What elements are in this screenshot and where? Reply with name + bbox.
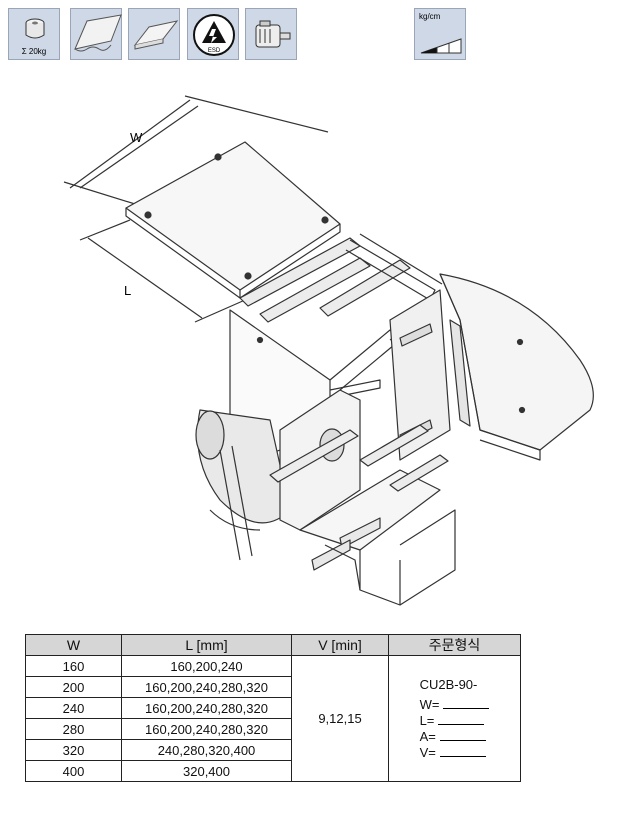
- kg-caption: kg/cm: [419, 12, 441, 21]
- lower-rails: [269, 424, 449, 492]
- table-row: 400 320,400: [25, 760, 521, 782]
- order-field-label: A=: [419, 728, 436, 744]
- spec-table: W L [mm] V [min] 주문형식 160 160,200,240 9,…: [25, 634, 521, 782]
- order-field-a: A=: [420, 729, 490, 745]
- turn-disc: [439, 273, 594, 461]
- belt-profile-icon-box: [70, 8, 122, 60]
- table-row: 160 160,200,240 9,12,15 CU2B-90- W= L= A…: [25, 655, 521, 782]
- flat-belt-icon: [133, 20, 179, 50]
- order-field-w: W=: [420, 697, 490, 713]
- flat-belt-icon-box: [128, 8, 180, 60]
- order-field-label: V=: [419, 744, 436, 760]
- table-row: 240 160,200,240,280,320: [25, 697, 521, 719]
- header-l: L [mm]: [121, 634, 292, 656]
- l-dimension: [79, 219, 246, 323]
- motor-icon-box: [245, 8, 297, 60]
- order-field-label: L=: [419, 712, 435, 728]
- w-label: W: [130, 130, 143, 145]
- order-block: CU2B-90- W= L= A= V=: [420, 677, 490, 761]
- header-order-format: 주문형식: [388, 634, 521, 656]
- cell-w: 240: [25, 697, 122, 719]
- cell-w: 400: [25, 760, 122, 782]
- order-blank: [439, 746, 486, 757]
- cell-l: 160,200,240,280,320: [121, 676, 292, 698]
- esd-icon-box: ESD: [187, 8, 239, 60]
- load-gradient-icon: [420, 38, 462, 54]
- cell-w: 280: [25, 718, 122, 740]
- order-field-label: W=: [419, 696, 440, 712]
- cell-w: 320: [25, 739, 122, 761]
- header-v: V [min]: [291, 634, 389, 656]
- upper-rails: [239, 233, 443, 323]
- order-blank: [438, 714, 485, 725]
- cell-l: 160,200,240,280,320: [121, 718, 292, 740]
- load-gradient-icon-box: kg/cm: [414, 8, 466, 60]
- order-blank: [439, 730, 486, 741]
- order-field-v: V=: [420, 745, 490, 761]
- conveyor-drawing: W L: [63, 95, 594, 606]
- belt-profile-icon: [74, 14, 122, 52]
- top-plate: [125, 141, 341, 299]
- cell-w: 160: [25, 655, 122, 677]
- esd-text: ESD: [208, 48, 221, 54]
- drive-motor: [195, 409, 291, 561]
- weight-icon-box: Σ 20kg: [8, 8, 60, 60]
- cell-v-values: 9,12,15: [291, 655, 389, 782]
- cell-l: 160,200,240: [121, 655, 292, 677]
- lower-frame: [279, 389, 456, 606]
- table-row: 320 240,280,320,400: [25, 739, 521, 761]
- cell-order-format: CU2B-90- W= L= A= V=: [388, 655, 521, 782]
- esd-icon: ESD: [193, 14, 235, 56]
- order-field-l: L=: [420, 713, 490, 729]
- l-label: L: [124, 283, 131, 298]
- table-row: 280 160,200,240,280,320: [25, 718, 521, 740]
- load-caption: Σ 20kg: [21, 47, 47, 56]
- motor-icon: [255, 20, 291, 48]
- cell-l: 160,200,240,280,320: [121, 697, 292, 719]
- cell-w: 200: [25, 676, 122, 698]
- cell-l: 320,400: [121, 760, 292, 782]
- weight-icon: [25, 18, 45, 39]
- cell-l: 240,280,320,400: [121, 739, 292, 761]
- table-header-row: W L [mm] V [min] 주문형식: [25, 634, 521, 656]
- order-code: CU2B-90-: [419, 676, 478, 692]
- order-blank: [443, 698, 490, 709]
- header-w: W: [25, 634, 122, 656]
- w-dimension: [63, 95, 329, 205]
